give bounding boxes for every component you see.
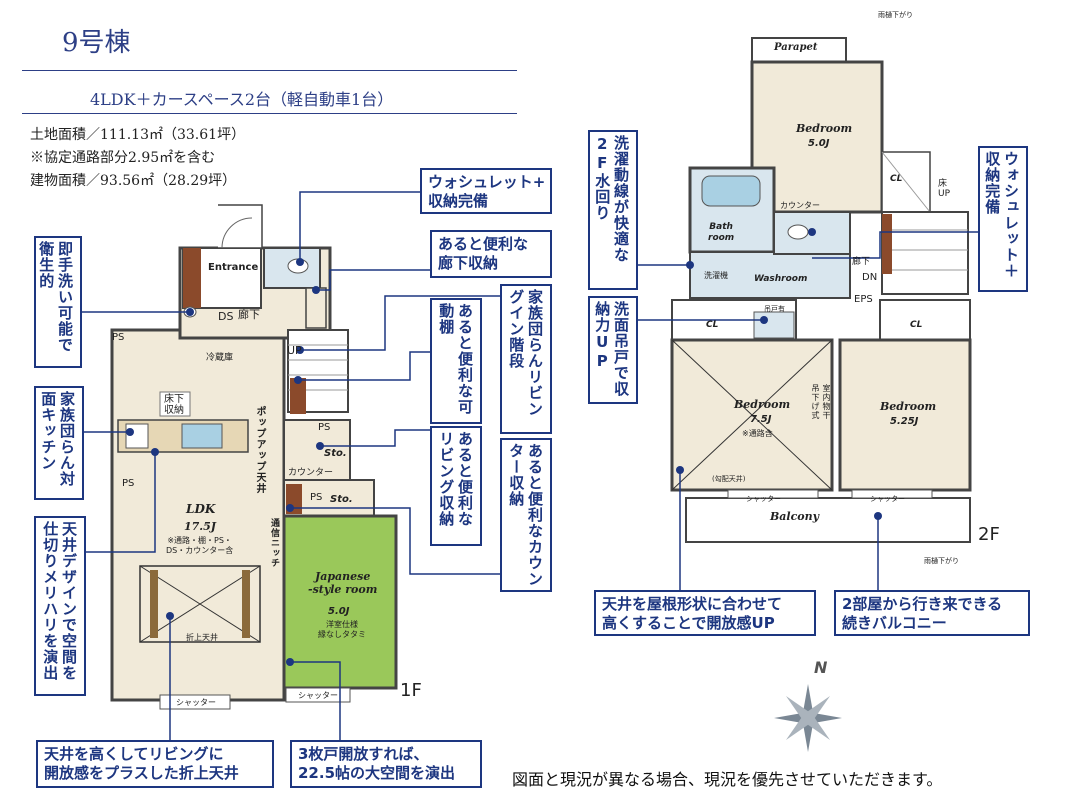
ldk-label: LDK xyxy=(186,502,216,516)
shutter-label-b: シャッター xyxy=(298,691,338,700)
slope-ceiling-label: (勾配天井) xyxy=(712,475,746,483)
callout-washlet-1f: ウォシュレット+ 収納完備 xyxy=(420,168,552,214)
callout-shelf: あると便利な可動棚 xyxy=(430,298,482,424)
tatami-note: 洋室仕様 縁なしタタミ xyxy=(318,620,366,639)
compass-north-label: N xyxy=(814,658,828,677)
floor1-label: 1F xyxy=(400,680,422,701)
ds-label: DS xyxy=(218,310,234,323)
underfloor-label: 床下 収納 xyxy=(164,394,184,416)
callout-sliding-doors: 3枚戸開放すれば、 22.5帖の大空間を演出 xyxy=(290,740,482,788)
ps-label-b: PS xyxy=(122,478,135,489)
land-area: 土地面積／111.13㎡（33.61坪） xyxy=(30,127,246,143)
balcony-label: Balcony xyxy=(770,510,820,523)
japanese-room-label: Japanese -style room xyxy=(308,570,378,597)
fridge-label: 冷蔵庫 xyxy=(206,353,234,363)
building-area: 建物面積／93.56㎡（28.29坪） xyxy=(30,173,237,189)
callout-handwash: 即手洗い可能で衛生的 xyxy=(34,236,82,368)
callout-washlet-2f: ウォシュレット＋収納完備 xyxy=(978,146,1028,292)
floor2-plan xyxy=(670,37,972,543)
parapet-label: Parapet xyxy=(774,42,818,53)
floor-up-label: 床 UP xyxy=(938,179,951,199)
cl-label-a: CL xyxy=(890,174,903,184)
ldk-note: ※通路・棚・PS・ DS・カウンター含 xyxy=(166,536,234,555)
callout-laundry: 洗濯動線が快適な2F水回り xyxy=(588,130,638,290)
hallway-label: 廊下 xyxy=(238,308,260,321)
niche-label: 通信ニッチ xyxy=(269,518,279,568)
floor2-label: 2F xyxy=(978,524,1000,545)
popup-ceiling-label: ポップアップ天井 xyxy=(254,406,265,494)
shutter2-label-a: シャッター xyxy=(746,495,781,503)
summary-divider xyxy=(22,113,517,114)
callout-hall-storage: あると便利な 廊下収納 xyxy=(430,230,552,278)
cl-label-c: CL xyxy=(910,320,923,330)
disclaimer-note: 図面と現況が異なる場合、現況を優先させていただきます。 xyxy=(512,770,943,789)
callout-counter-storage: あると便利なカウンター収納 xyxy=(500,438,552,592)
road-note: ※協定通路部分2.95㎡を含む xyxy=(30,150,216,166)
bedroom-right-label: Bedroom xyxy=(880,400,937,413)
layout-summary: 4LDK＋カースペース2台（軽自動車1台） xyxy=(90,90,394,109)
counter-label: カウンター xyxy=(288,468,334,478)
callout-folded-ceiling: 天井を高くしてリビングに 開放感をプラスした折上天井 xyxy=(36,740,274,788)
shutter2-label-b: シャッター xyxy=(870,495,905,503)
bedroom-mid-label: Bedroom xyxy=(734,398,791,411)
japanese-room-size: 5.0J xyxy=(328,606,350,617)
ps-label-a: PS xyxy=(112,332,125,343)
indoor-dry-label: 室内物干 吊下げ式 xyxy=(811,384,831,420)
bathroom-label: Bath room xyxy=(708,222,735,243)
up-label: UP xyxy=(287,344,302,357)
folded-ceiling-label: 折上天井 xyxy=(186,633,218,642)
bedroom-mid-size: 7.5J xyxy=(750,414,772,425)
compass-rose-icon xyxy=(774,684,842,752)
rain-gutter-label-a: 雨樋下がり xyxy=(878,11,913,19)
callout-roof-ceiling: 天井を屋根形状に合わせて 高くすることで開放感UP xyxy=(594,590,816,636)
entrance-label: Entrance xyxy=(208,262,259,273)
sto-label-b: Sto. xyxy=(330,494,353,505)
callout-stairs: 家族団らんリビングイン階段 xyxy=(500,284,552,434)
washer-label: 洗濯機 xyxy=(704,271,728,280)
cl-label-b: CL xyxy=(706,320,719,330)
bedroom-right-size: 5.25J xyxy=(890,416,919,427)
ps-label-d: PS xyxy=(310,492,323,503)
dn-label: DN xyxy=(862,272,878,283)
bedroom-top-label: Bedroom xyxy=(796,122,853,135)
counter2-label: カウンター xyxy=(780,201,820,210)
hanging-cabinet-label: 吊戸有 xyxy=(764,305,785,313)
ps-label-c: PS xyxy=(318,422,331,433)
bedroom-top-size: 5.0J xyxy=(808,138,830,149)
title-divider xyxy=(22,70,517,71)
building-title: 9号棟 xyxy=(62,28,131,58)
callout-kitchen: 家族団らん対面キッチン xyxy=(34,386,84,500)
bedroom-mid-note: ※通路含 xyxy=(742,429,773,438)
callout-ceiling-design: 天井デザインで空間を仕切りメリハリを演出 xyxy=(34,516,86,696)
sto-label-a: Sto. xyxy=(324,448,347,459)
leader-dots xyxy=(126,228,882,666)
callout-hanging-cabinet: 洗面吊戸で収納力UP xyxy=(588,296,638,404)
floor1-plan xyxy=(110,204,398,710)
callout-living-storage: あると便利なリビング収納 xyxy=(430,426,482,546)
rain-gutter-label-b: 雨樋下がり xyxy=(924,557,959,565)
hall2-label: 廊下 xyxy=(852,257,871,267)
shutter-label-a: シャッター xyxy=(176,698,216,707)
callout-balcony: 2部屋から行き来できる 続きバルコニー xyxy=(834,590,1030,636)
washroom-label: Washroom xyxy=(754,274,808,284)
eps-label: EPS xyxy=(854,294,873,305)
ldk-size: 17.5J xyxy=(184,520,216,533)
